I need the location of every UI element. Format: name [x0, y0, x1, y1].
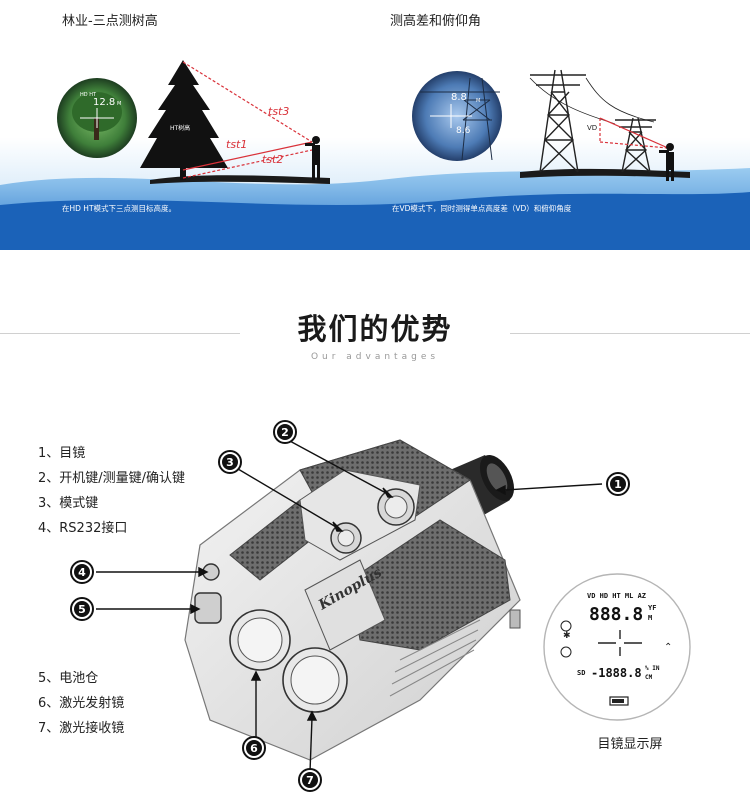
screen-unit-yf: YF: [648, 604, 656, 612]
callout-2: [273, 420, 297, 444]
chevron-up-icon: ⌃: [664, 642, 672, 653]
callout-4-number: 4: [78, 566, 86, 579]
power-measure-button[interactable]: [377, 488, 415, 526]
left-scope-inset: [57, 78, 137, 158]
tst2-label: tst2: [262, 153, 284, 166]
tst-lines: [182, 61, 313, 179]
callout-5-number: 5: [78, 603, 86, 616]
label-power-button: 2、开机键/测量键/确认键: [38, 471, 186, 486]
right-banner-title: 测高差和俯仰角: [390, 14, 482, 29]
tst3-label: tst3: [268, 105, 290, 118]
right-banner-caption: 在VD模式下，同时测得单点高度差（VD）和俯仰角度: [392, 204, 572, 213]
inset-left-value: 12.8: [93, 97, 116, 108]
screen-unit-m: M: [648, 614, 652, 622]
advantages-title: 我们的优势: [297, 312, 453, 346]
title-rule-left: [0, 333, 240, 334]
callout-3-number: 3: [226, 456, 234, 469]
callout-2-number: 2: [281, 426, 289, 439]
display-screen: ✱ ⌃: [543, 573, 691, 721]
screen-unit-pct-in: % IN: [645, 665, 660, 672]
callout-1-number: 1: [614, 478, 622, 491]
screen-sd-label: SD: [577, 669, 585, 677]
inset-right-bottom-value: 8.6: [456, 126, 471, 136]
callout-4: [70, 560, 94, 584]
top-banner: 林业-三点测树高 测高差和俯仰角 在HD HT模式下三点测目标高度。 在VD模式…: [0, 0, 750, 250]
tst1-label: tst1: [226, 138, 248, 151]
callout-1: [606, 472, 630, 496]
left-banner-caption: 在HD HT模式下三点测目标高度。: [62, 204, 177, 213]
bluetooth-icon: ✱: [563, 631, 571, 641]
screen-mode-row: VD HD HT ML AZ: [587, 592, 646, 600]
callout-7: [298, 768, 322, 792]
laser-emitter-lens: [229, 609, 291, 671]
label-laser-emitter: 6、激光发射镜: [38, 696, 125, 711]
device-body: [184, 439, 521, 761]
screen-unit-cm: CM: [645, 674, 653, 681]
tree-silhouette: [140, 60, 228, 180]
callout-5: [70, 597, 94, 621]
advantages-subtitle: Our advantages: [310, 352, 440, 362]
screen-main-digits: 888.8: [589, 604, 643, 625]
inset-right-unit: M: [476, 98, 481, 104]
display-caption: 目镜显示屏: [597, 737, 663, 752]
left-banner-title: 林业-三点测树高: [62, 14, 158, 29]
inset-left-mode: HD HT: [80, 92, 97, 98]
tree-label: HT树高: [170, 125, 191, 132]
battery-icon: [609, 696, 629, 706]
label-eyepiece: 1、目镜: [38, 446, 86, 461]
observer-right: [659, 143, 674, 181]
inset-right-top-value: 8.8: [451, 92, 467, 103]
callout-lines: [96, 439, 603, 773]
label-laser-receiver: 7、激光接收镜: [38, 721, 125, 736]
vd-label: VD: [587, 124, 598, 132]
callout-6-number: 6: [250, 742, 258, 755]
label-rs232-port: 4、RS232接口: [38, 521, 128, 536]
inset-left-unit: M: [117, 101, 122, 107]
laser-receiver-lens: [282, 647, 348, 713]
screen-sub-digits: -1888.8: [591, 666, 642, 680]
vd-lines: [599, 117, 669, 149]
right-scope-inset: [412, 71, 502, 161]
callout-3: [218, 450, 242, 474]
banner-scene: [0, 0, 750, 250]
label-mode-button: 3、模式键: [38, 496, 99, 511]
battery-compartment[interactable]: [194, 592, 222, 624]
callout-7-number: 7: [306, 774, 314, 787]
label-battery: 5、电池仓: [38, 671, 99, 686]
observer-left: [305, 136, 320, 180]
callout-6: [242, 736, 266, 760]
title-rule-right: [510, 333, 750, 334]
